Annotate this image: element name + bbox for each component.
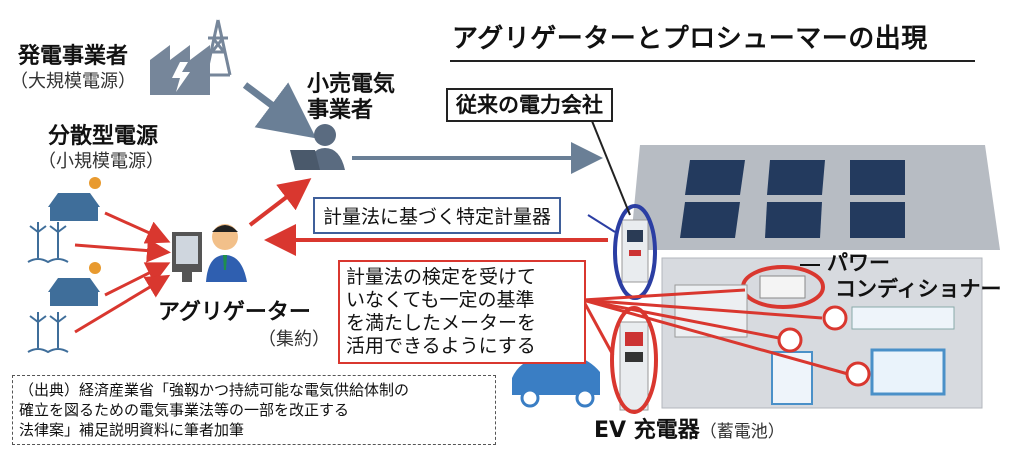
smart-meter-icon [621,219,649,283]
source-line-3: 法律案」補足説明資料に筆者加筆 [19,421,245,439]
tv-icon [870,348,946,396]
power-conditioner-label-line2: コンディショナー [835,277,1002,301]
aggregator-icon [172,224,247,282]
retailer-label-line2: 事業者 [307,98,374,123]
generator-to-retailer-arrow [242,82,317,139]
solar-house-icon-1 [48,177,101,221]
retailer-label-line1: 小売電気 [307,72,396,97]
note-pointer-lines [581,288,849,376]
distributed-label: 分散型電源 [48,124,159,149]
note-line-4: 活用できるようにする [346,335,536,357]
house-roof [630,145,1000,250]
generator-label: 発電事業者 [18,44,129,69]
solar-house-icon-2 [48,262,101,306]
note-line-2: いなくても一定の基準 [346,289,535,311]
note-line-3: を満たしたメーターを [346,312,537,334]
ev-charger-main: EV 充電器 [594,418,700,443]
source-line-1: （出典）経済産業省「強靱かつ持続可能な電気供給体制の [19,381,410,399]
aggregator-sublabel: （集約） [258,329,330,350]
wind-turbine-icon-2 [27,312,69,354]
diagram-title: アグリゲーターとプロシューマーの出現 [452,24,928,54]
ev-charger-sub: （蓄電池） [699,422,785,442]
ev-charger-icon [619,321,649,411]
pylon-icon [204,19,232,77]
air-conditioner-icon [851,306,955,330]
power-conditioner-label-line1: パワー [827,251,890,275]
aggregator-to-retailer-arrow [248,178,312,227]
aggregator-label: アグリゲーター [158,300,311,325]
source-note: （出典）経済産業省「強靱かつ持続可能な電気供給体制の 確立を図るための電気事業法… [12,375,496,445]
note-line-1: 計量法の検定を受けて [346,266,537,288]
factory-icon [150,45,210,95]
generator-sublabel: （大規模電源） [10,71,136,92]
ev-charger-highlight [610,306,658,414]
retailer-icon [290,124,345,170]
meter-label: 計量法に基づく特定計量器 [313,197,562,234]
wind-turbine-icon-1 [27,222,69,264]
title-underline [450,60,975,62]
note-box: 計量法の検定を受けて いなくても一定の基準 を満たしたメーターを 活用できるよう… [338,260,586,364]
utility-label: 従来の電力会社 [446,88,613,122]
distributed-sublabel: （小規模電源） [38,151,164,172]
car-icon [512,356,600,408]
power-conditioner-icon [759,275,806,299]
ev-charger-label: EV 充電器（蓄電池） [594,418,785,444]
source-line-2: 確立を図るための電気事業法等の一部を改正する [19,401,350,419]
